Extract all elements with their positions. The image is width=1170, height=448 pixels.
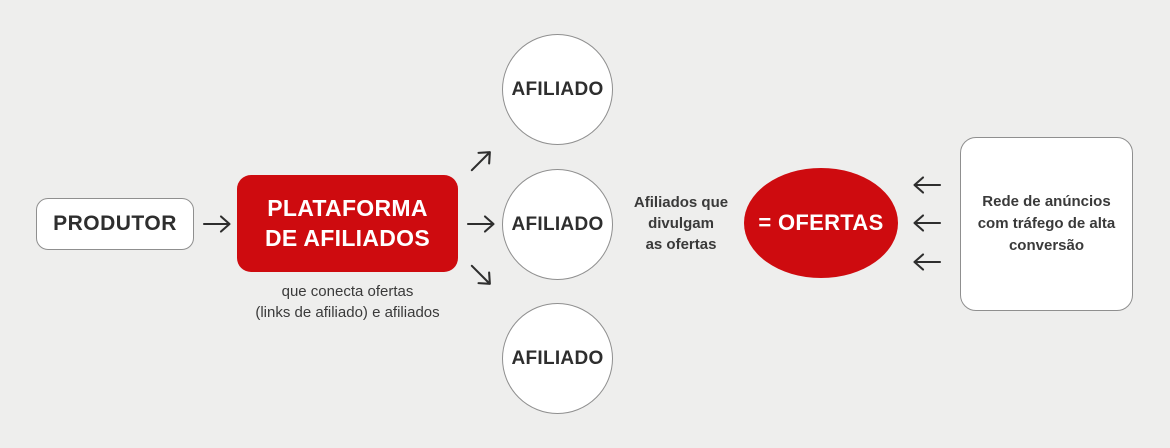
plataforma-node: PLATAFORMA DE AFILIADOS bbox=[237, 175, 458, 272]
arrow-down-right-icon bbox=[460, 254, 501, 295]
produtor-node: PRODUTOR bbox=[36, 198, 194, 250]
arrow-left-icon bbox=[911, 172, 943, 198]
rede-anuncios-node: Rede de anúncios com tráfego de alta con… bbox=[960, 137, 1133, 311]
afiliado-node-1: AFILIADO bbox=[502, 34, 613, 145]
afiliado-node-2: AFILIADO bbox=[502, 169, 613, 280]
ofertas-node: = OFERTAS bbox=[744, 168, 898, 278]
arrow-right-icon bbox=[465, 211, 497, 237]
afiliado-node-3: AFILIADO bbox=[502, 303, 613, 414]
arrow-left-icon bbox=[911, 210, 943, 236]
arrow-up-right-icon bbox=[460, 140, 501, 181]
arrow-left-icon bbox=[911, 249, 943, 275]
arrow-right-icon bbox=[201, 211, 233, 237]
afiliados-note: Afiliados que divulgam as ofertas bbox=[633, 194, 729, 253]
plataforma-caption: que conecta ofertas (links de afiliado) … bbox=[255, 283, 440, 321]
